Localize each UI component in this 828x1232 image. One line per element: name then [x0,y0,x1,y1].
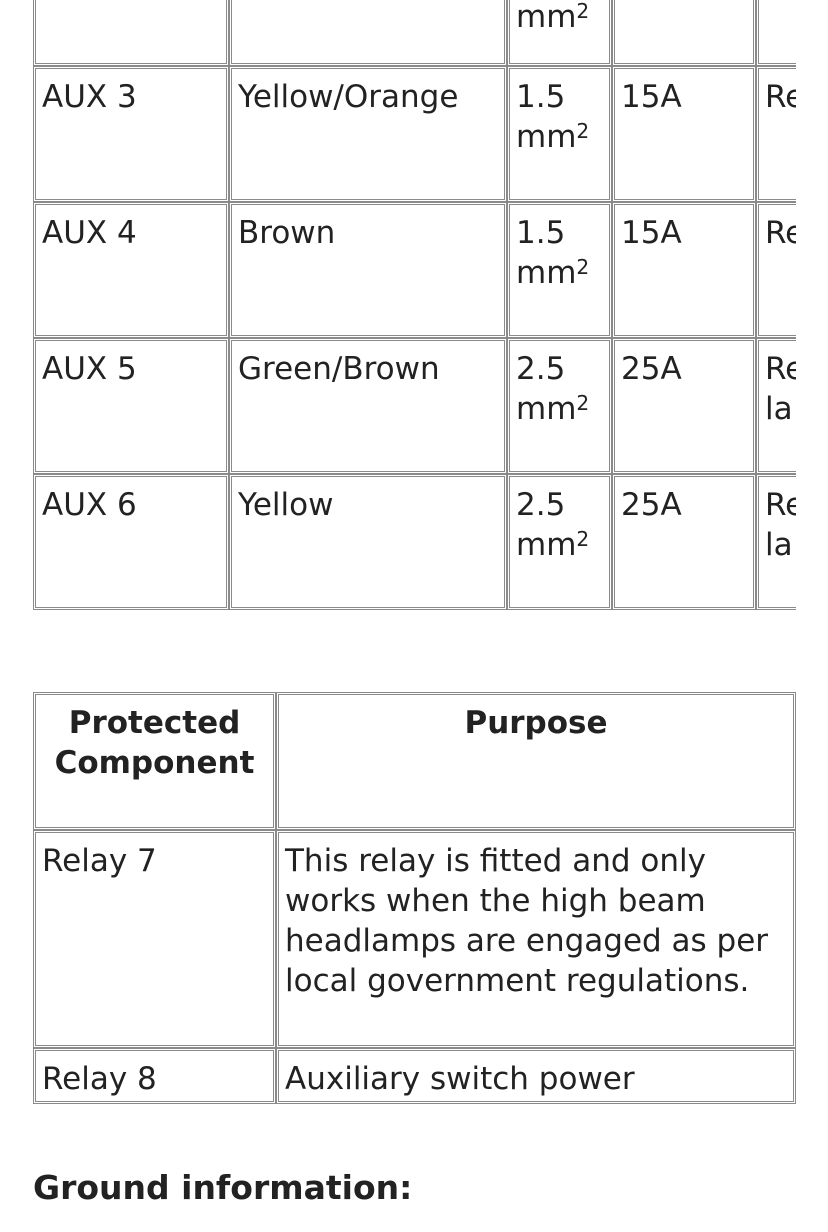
fuse-rating-cell: 25A [612,474,756,610]
purpose-cell: Auxiliary switch power [276,1048,796,1104]
table-row: Relay 7 This relay is fitted and only wo… [33,830,796,1048]
wire-size-exponent: 2 [576,526,590,551]
wire-spec-table: mm2 AUX 3 Yellow/Orange 1.5 mm2 15A Re A… [33,0,796,610]
table-row: AUX 3 Yellow/Orange 1.5 mm2 15A Re [33,66,796,202]
component-cell: Relay 8 [33,1048,276,1104]
remark-cell: Re (D la [756,474,796,610]
table-row: AUX 6 Yellow 2.5 mm2 25A Re (D la [33,474,796,610]
table-row: mm2 [33,0,796,66]
wire-size-unit: mm [516,255,577,291]
wire-color-cell [229,0,507,66]
wire-size-unit: mm [516,391,577,427]
column-header-component: Protected Component [33,692,276,830]
wire-size-cell: 1.5 mm2 [507,202,612,338]
fuse-rating-cell: 15A [612,66,756,202]
wire-size-unit: mm [516,119,577,155]
content-clip: mm2 AUX 3 Yellow/Orange 1.5 mm2 15A Re A… [33,0,796,1207]
wire-size-value: 2.5 [516,351,566,387]
purpose-cell: This relay is fitted and only works when… [276,830,796,1048]
section-heading-ground-information: Ground information: [33,1168,413,1207]
remark-cell: Re (D la [756,338,796,474]
wire-size-exponent: 2 [576,390,590,415]
wire-size-cell: 2.5 mm2 [507,338,612,474]
component-cell: Relay 7 [33,830,276,1048]
wire-size-value: 1.5 [516,79,566,115]
fuse-rating-cell: 15A [612,202,756,338]
wire-size-unit: mm [516,527,577,563]
circuit-cell: AUX 6 [33,474,229,610]
remark-cell: Re [756,66,796,202]
wire-size-cell: 2.5 mm2 [507,474,612,610]
wire-color-cell: Yellow/Orange [229,66,507,202]
remark-cell [756,0,796,66]
wire-size-value: 2.5 [516,487,566,523]
wire-size-exponent: 2 [576,0,590,23]
protected-component-table: Protected Component Purpose Relay 7 This… [33,692,796,1104]
table-row: AUX 4 Brown 1.5 mm2 15A Re [33,202,796,338]
wire-size-cell: 1.5 mm2 [507,66,612,202]
circuit-cell: AUX 3 [33,66,229,202]
fuse-rating-cell [612,0,756,66]
remark-cell: Re [756,202,796,338]
wire-size-exponent: 2 [576,254,590,279]
wire-color-cell: Yellow [229,474,507,610]
table-header-row: Protected Component Purpose [33,692,796,830]
wire-size-cell: mm2 [507,0,612,66]
circuit-cell [33,0,229,66]
wire-size-exponent: 2 [576,118,590,143]
table-row: AUX 5 Green/Brown 2.5 mm2 25A Re (D la [33,338,796,474]
wire-size-unit: mm [516,0,577,35]
wire-size-value: 1.5 [516,215,566,251]
table-row: Relay 8 Auxiliary switch power [33,1048,796,1104]
wire-color-cell: Green/Brown [229,338,507,474]
fuse-rating-cell: 25A [612,338,756,474]
wire-color-cell: Brown [229,202,507,338]
circuit-cell: AUX 5 [33,338,229,474]
circuit-cell: AUX 4 [33,202,229,338]
column-header-purpose: Purpose [276,692,796,830]
